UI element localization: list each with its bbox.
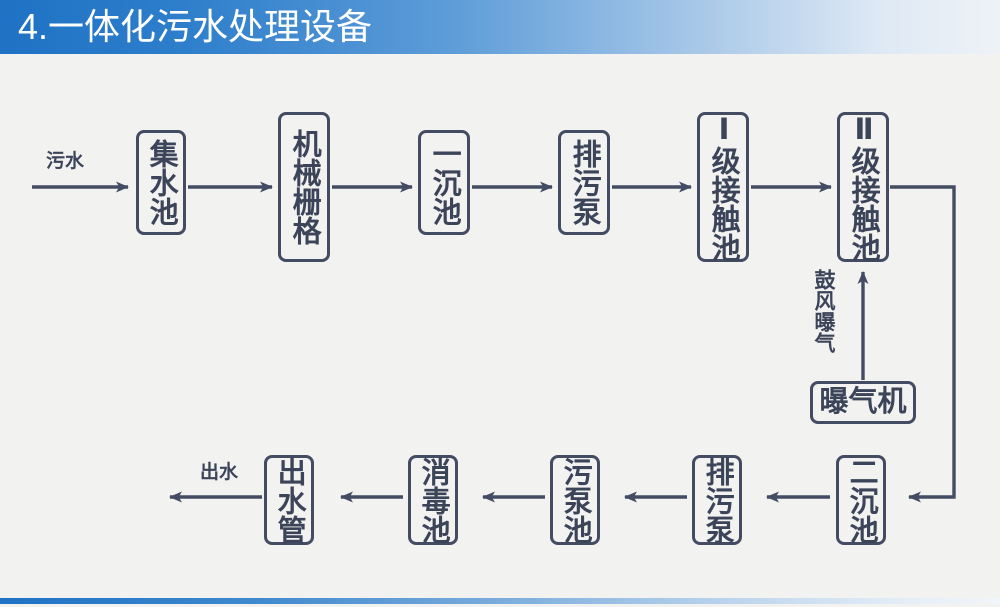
node-sewage-pump-2[interactable]: 排污泵 xyxy=(692,455,742,545)
slide-header-bar: 4.一体化污水处理设备 xyxy=(0,0,1000,54)
node-secondary-settling-tank-label: 二沉池 xyxy=(845,456,878,544)
node-sludge-pump-tank[interactable]: 污泵池 xyxy=(550,455,600,545)
outlet-label: 出水 xyxy=(200,462,239,483)
node-aerator-label: 曝气机 xyxy=(819,386,907,418)
footer-accent-bar xyxy=(0,598,1000,604)
node-mechanical-grid[interactable]: 机械栅格 xyxy=(278,112,330,262)
node-disinfection-tank-label: 消毒池 xyxy=(417,456,450,544)
inlet-label: 污水 xyxy=(46,151,85,172)
node-contact-tank-2-label: Ⅱ级接触池 xyxy=(847,112,880,262)
aeration-label: 鼓风曝气 xyxy=(812,269,836,353)
node-secondary-settling-tank[interactable]: 二沉池 xyxy=(836,455,886,545)
process-flow-diagram: 污水 出水 集水池 机械栅格 一沉池 排污泵 Ⅰ级接触池 Ⅱ级接触池 鼓风曝气 … xyxy=(0,54,1000,598)
node-aerator[interactable]: 曝气机 xyxy=(810,381,916,424)
node-collection-tank[interactable]: 集水池 xyxy=(136,130,186,235)
node-outlet-pipe[interactable]: 出水管 xyxy=(264,455,314,545)
page-title: 4.一体化污水处理设备 xyxy=(18,6,373,47)
node-primary-settling-tank-label: 一沉池 xyxy=(428,139,461,226)
node-mechanical-grid-label: 机械栅格 xyxy=(288,129,321,245)
node-disinfection-tank[interactable]: 消毒池 xyxy=(408,455,458,545)
node-sludge-pump-tank-label: 污泵池 xyxy=(559,456,592,544)
node-collection-tank-label: 集水池 xyxy=(145,139,178,226)
node-contact-tank-1-label: Ⅰ级接触池 xyxy=(707,112,740,262)
node-contact-tank-2[interactable]: Ⅱ级接触池 xyxy=(837,112,889,262)
connector-layer xyxy=(32,181,956,503)
node-outlet-pipe-label: 出水管 xyxy=(273,456,306,544)
node-sewage-pump-2-label: 排污泵 xyxy=(701,456,734,544)
node-sewage-pump-label: 排污泵 xyxy=(568,139,601,226)
node-contact-tank-1[interactable]: Ⅰ级接触池 xyxy=(697,112,749,262)
node-sewage-pump[interactable]: 排污泵 xyxy=(558,130,610,235)
node-primary-settling-tank[interactable]: 一沉池 xyxy=(418,130,470,235)
connector-contact2-to-settling2 xyxy=(890,185,956,503)
